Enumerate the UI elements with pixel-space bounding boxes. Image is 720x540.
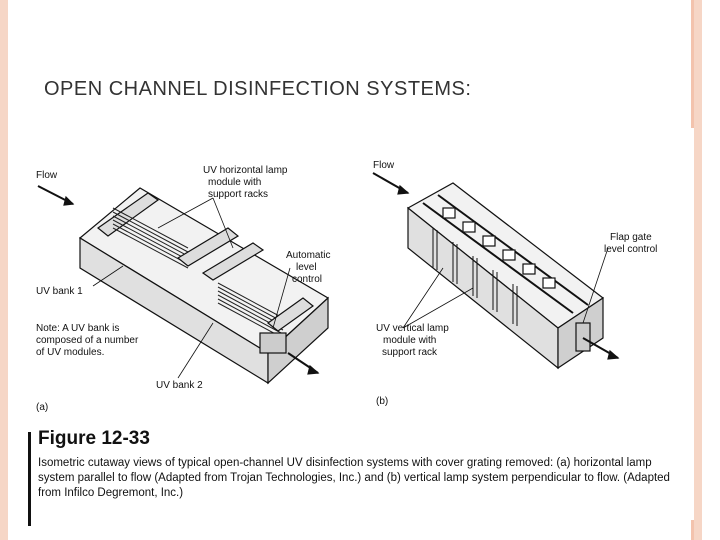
panel-a-note-2: composed of a number bbox=[36, 335, 139, 346]
panel-a-bank2-label: UV bank 2 bbox=[156, 380, 203, 391]
panel-a-module-label-3: support racks bbox=[208, 189, 268, 200]
panel-a-level-label-3: control bbox=[292, 274, 322, 285]
right-accent-line-bottom bbox=[691, 520, 694, 540]
panel-a-drawing bbox=[37, 185, 330, 385]
slide-title: OPEN CHANNEL DISINFECTION SYSTEMS: bbox=[44, 78, 472, 100]
panel-a-note-3: of UV modules. bbox=[36, 347, 104, 358]
panel-a-module-label-2: module with bbox=[208, 177, 261, 188]
panel-a-bank1-label: UV bank 1 bbox=[36, 286, 83, 297]
figure-label: Figure 12-33 bbox=[38, 428, 150, 449]
panel-a-module-label-1: UV horizontal lamp bbox=[203, 165, 288, 176]
panel-a-note-1: Note: A UV bank is bbox=[36, 323, 119, 334]
panel-a-level-label-1: Automatic bbox=[286, 250, 330, 261]
uv-systems-drawing: Flow UV horizontal lamp module with supp… bbox=[36, 160, 657, 413]
panel-a-tag: (a) bbox=[36, 402, 48, 413]
panel-b-drawing bbox=[372, 172, 620, 370]
right-accent-line bbox=[691, 0, 694, 128]
right-decorative-border bbox=[694, 0, 702, 540]
panel-b-flow-label: Flow bbox=[373, 160, 395, 171]
panel-b-module-label-3: support rack bbox=[382, 347, 438, 358]
panel-b-module-label-2: module with bbox=[383, 335, 436, 346]
panel-b-flap-label-2: level control bbox=[604, 244, 657, 255]
figure-illustration: Flow UV horizontal lamp module with supp… bbox=[28, 148, 672, 424]
left-decorative-border bbox=[0, 0, 8, 540]
panel-a-level-label-2: level bbox=[296, 262, 317, 273]
caption-accent-bar bbox=[28, 432, 31, 526]
panel-a-flow-label: Flow bbox=[36, 170, 58, 181]
panel-b-tag: (b) bbox=[376, 396, 388, 407]
panel-b-flap-label-1: Flap gate bbox=[610, 232, 652, 243]
panel-b-module-label-1: UV vertical lamp bbox=[376, 323, 449, 334]
figure-caption: Isometric cutaway views of typical open-… bbox=[38, 457, 670, 499]
